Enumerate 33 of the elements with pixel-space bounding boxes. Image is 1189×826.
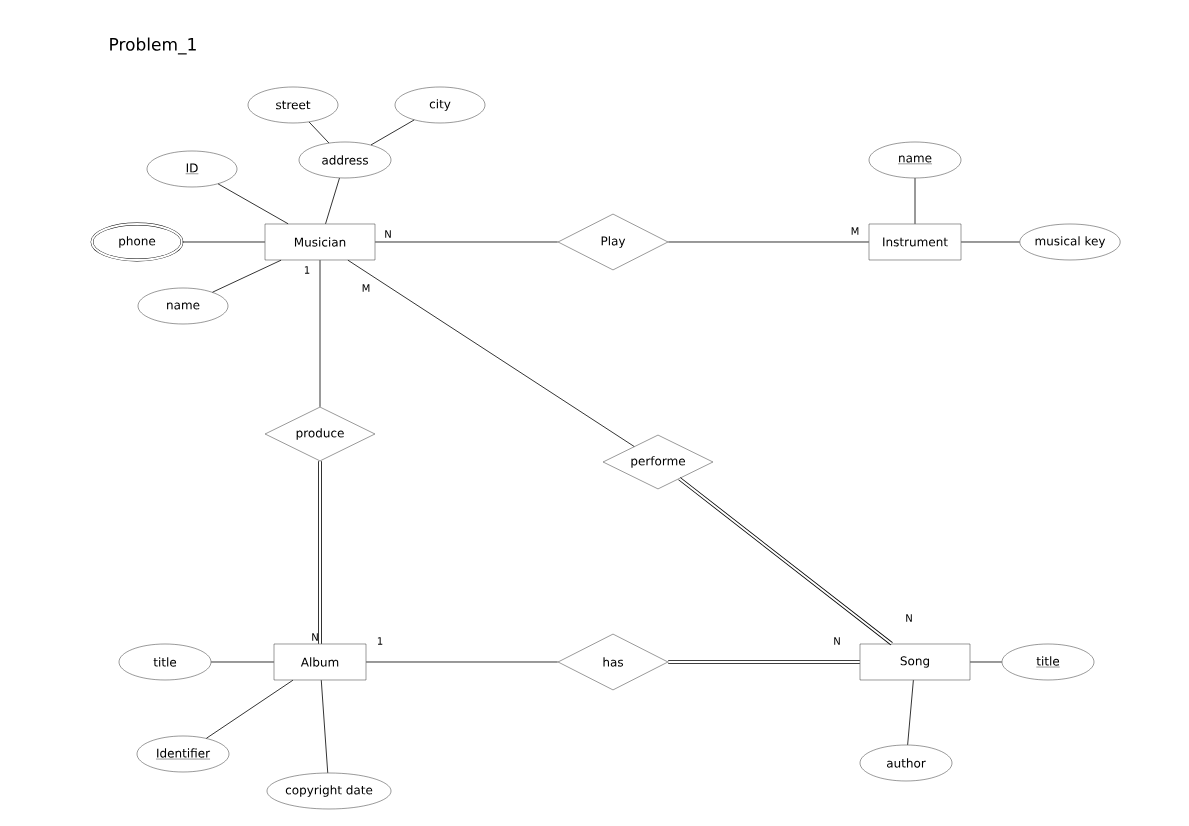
title: Problem_1 — [110, 37, 196, 55]
connector-line — [678, 477, 893, 646]
entity-box: Musician — [264, 223, 376, 261]
connector-line — [907, 679, 914, 746]
connector-line — [365, 661, 559, 663]
connector-line — [319, 259, 321, 408]
connector-line — [181, 241, 266, 243]
connector-line — [960, 241, 1020, 243]
connector-line — [914, 177, 916, 225]
connector-line — [969, 661, 1003, 663]
entity-box: Album — [273, 643, 367, 681]
connector-line — [308, 121, 330, 144]
connector-line — [370, 119, 415, 146]
cardinality-label: M — [362, 284, 370, 292]
connector-line — [667, 241, 870, 243]
cardinality-label: M — [851, 227, 859, 235]
connector-line — [320, 679, 329, 774]
cardinality-label: N — [834, 637, 840, 645]
cardinality-label: N — [385, 230, 391, 238]
connector-line — [347, 259, 635, 447]
connector-line — [667, 660, 861, 664]
cardinality-label: N — [906, 614, 912, 622]
entity-box: Song — [859, 643, 971, 681]
connector-line — [217, 183, 289, 225]
connector-line — [210, 661, 275, 663]
connector-line — [206, 679, 294, 739]
cardinality-label: 1 — [377, 637, 383, 645]
connector-line — [374, 241, 559, 243]
entity-box: Instrument — [868, 223, 962, 261]
connector-line — [212, 259, 282, 293]
connector-line — [325, 177, 340, 225]
connector-line — [318, 460, 322, 645]
cardinality-label: N — [312, 633, 318, 641]
